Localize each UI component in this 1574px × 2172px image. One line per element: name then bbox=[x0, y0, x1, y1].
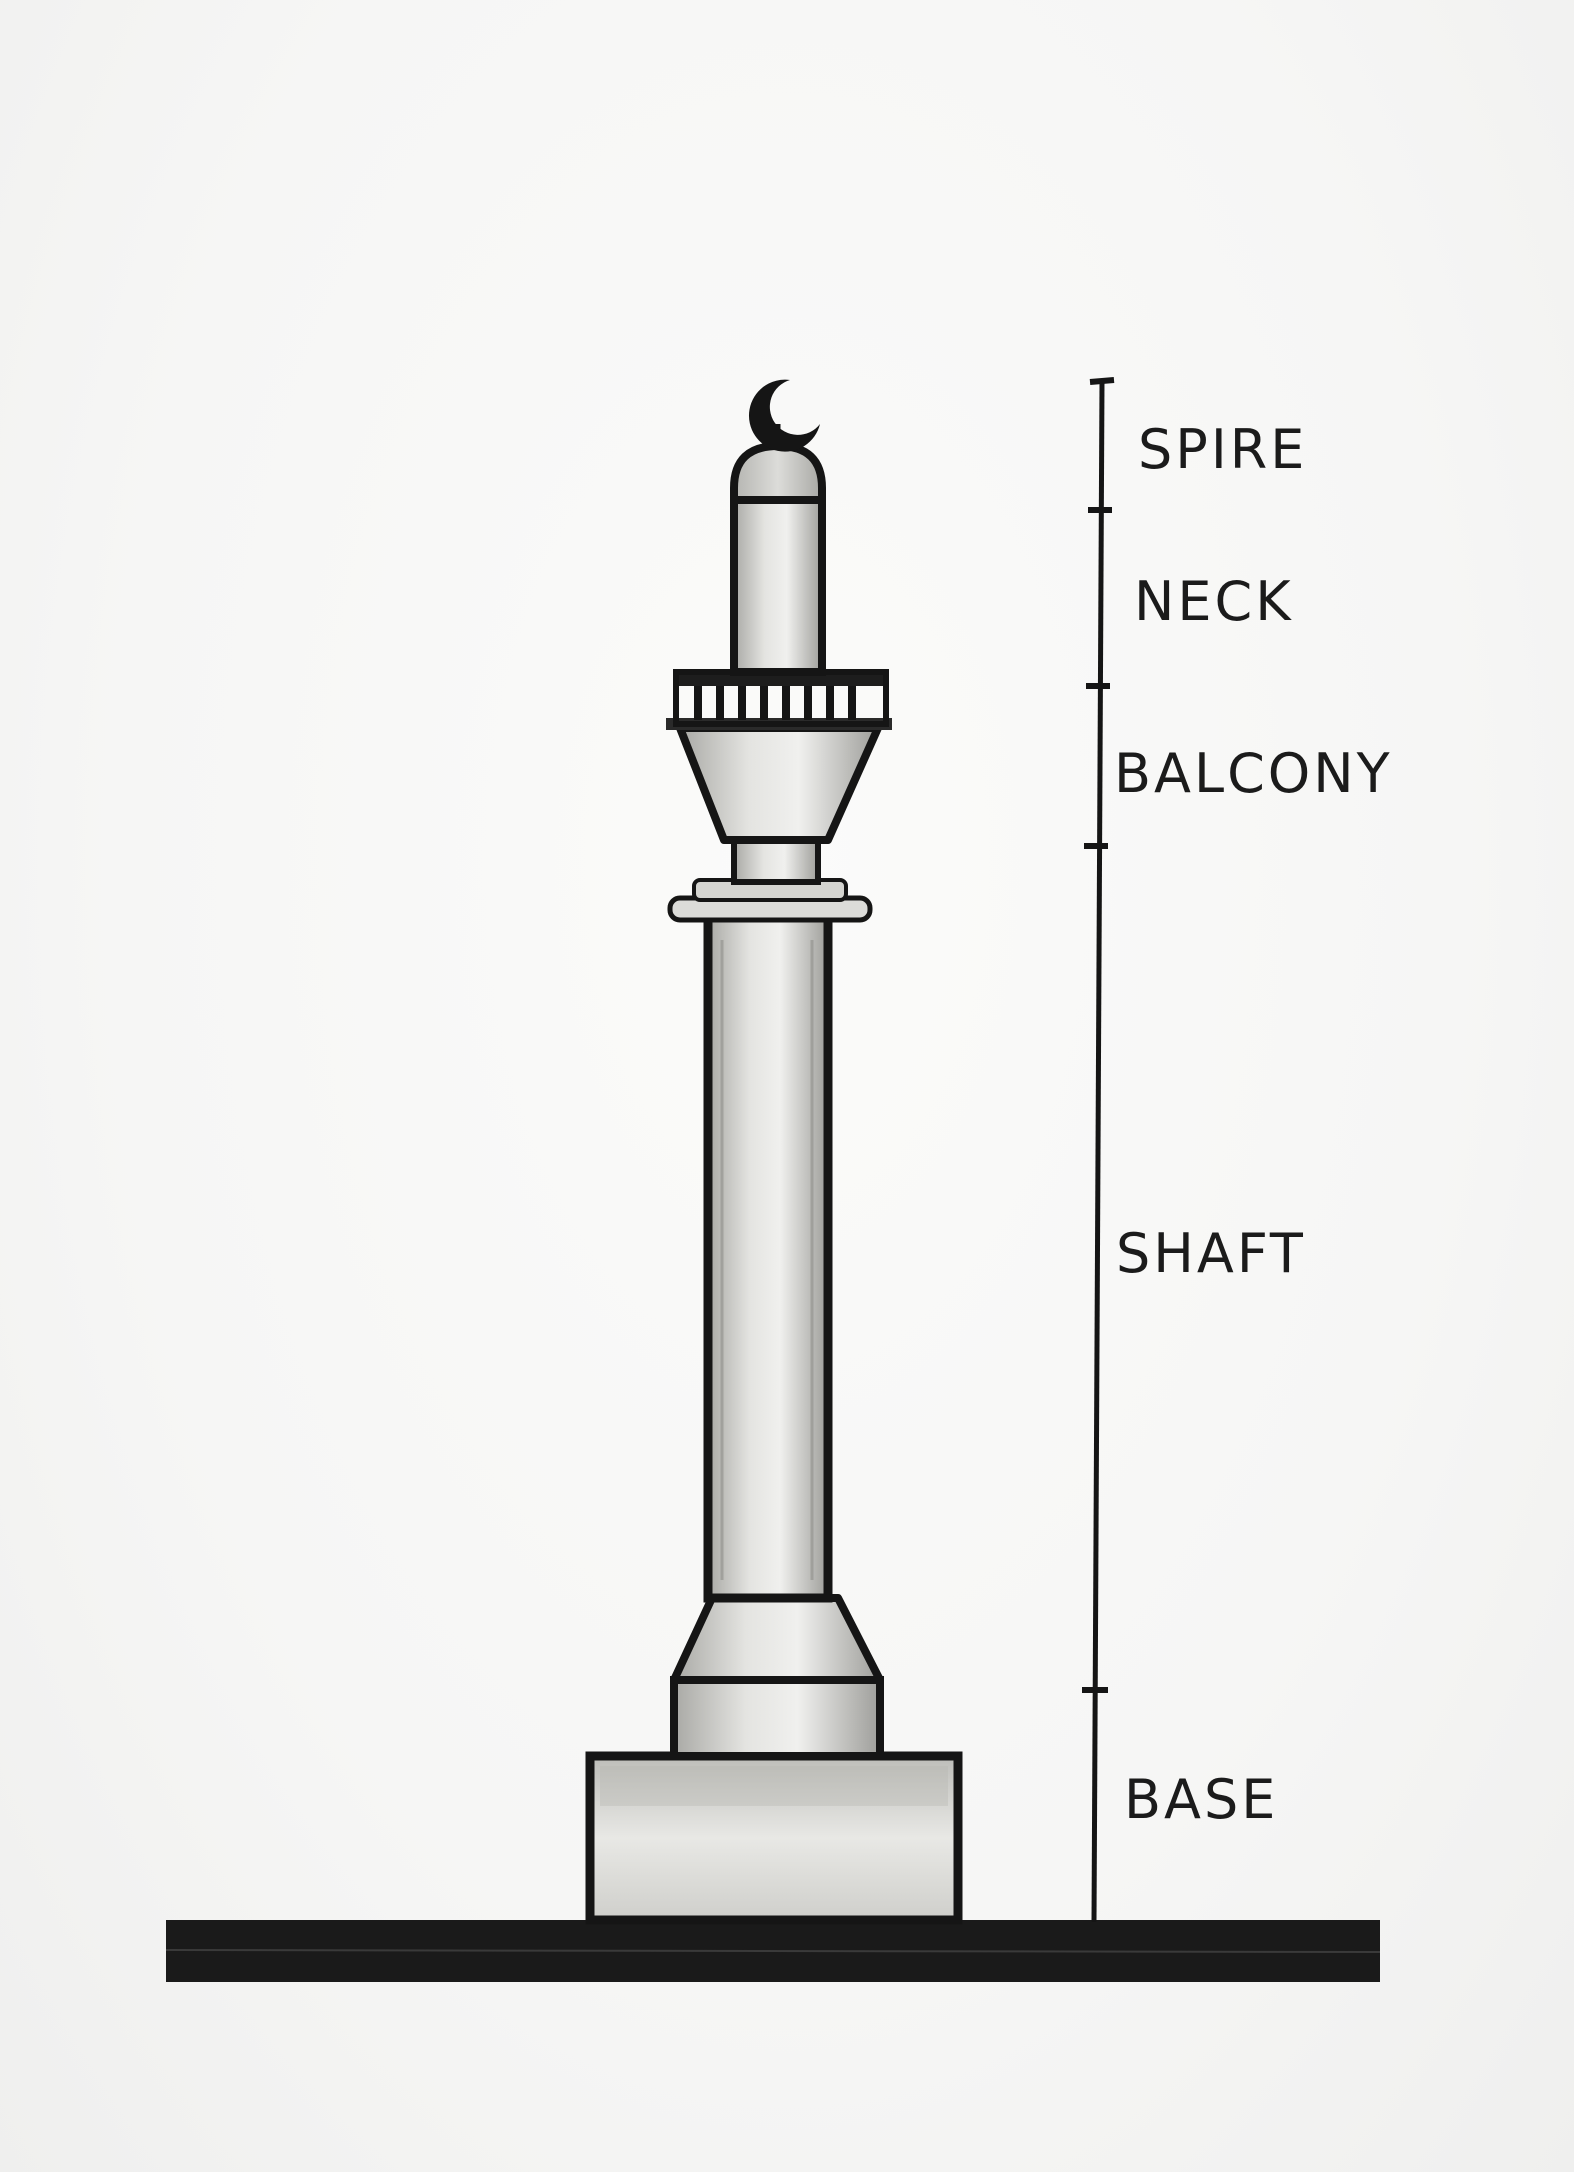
minaret-pedestal bbox=[670, 1594, 884, 1760]
label-balcony: BALCONY bbox=[1114, 742, 1393, 805]
dimension-line bbox=[1082, 377, 1115, 1923]
tick-spire-top bbox=[1089, 377, 1115, 385]
label-base: BASE bbox=[1124, 1768, 1279, 1831]
label-shaft: SHAFT bbox=[1116, 1222, 1306, 1285]
minaret-balcony bbox=[666, 718, 892, 844]
crescent-icon bbox=[748, 379, 820, 452]
minaret-neck bbox=[730, 492, 826, 676]
label-neck: NECK bbox=[1134, 570, 1294, 633]
label-spire: SPIRE bbox=[1138, 418, 1308, 481]
minaret-shaft bbox=[703, 913, 833, 1603]
ground-line bbox=[165, 1920, 1381, 1982]
shaft-collar bbox=[667, 837, 873, 923]
balcony-railing bbox=[673, 669, 889, 727]
minaret-base bbox=[585, 1751, 963, 1925]
